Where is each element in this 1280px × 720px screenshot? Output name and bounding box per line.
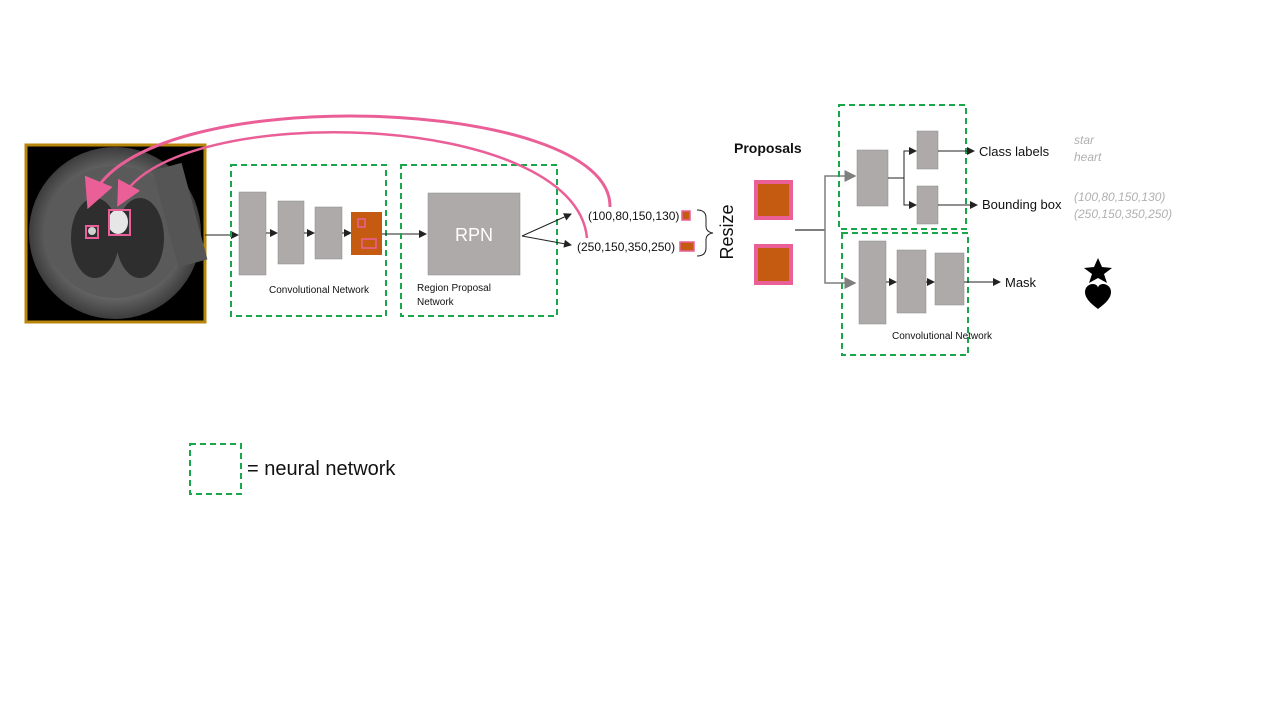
roi-box-large — [108, 209, 131, 236]
feedback-arrow-1 — [84, 114, 612, 210]
proposal-swatch-1 — [681, 210, 691, 221]
proposal-brace — [696, 209, 714, 257]
mask-layer-3 — [934, 252, 965, 306]
cnn-layer-1 — [238, 191, 267, 276]
rpn-caption-2: Network — [417, 297, 455, 308]
mask-nn-box — [841, 232, 969, 356]
head-fc-layer — [856, 149, 889, 207]
proposals-title: Proposals — [734, 140, 802, 156]
result-class-1: star — [1074, 133, 1095, 147]
result-box-1: (100,80,150,130) — [1074, 190, 1165, 204]
ct-scan-image — [24, 143, 208, 324]
classifier-nn-box — [838, 104, 967, 230]
legend-nn-swatch — [189, 443, 242, 495]
class-labels-text: Class labels — [979, 144, 1050, 159]
cnn-layer-3 — [314, 206, 343, 260]
roi-box-small — [85, 225, 99, 239]
proposal-coords-1: (100,80,150,130) — [588, 209, 679, 223]
resize-label: Resize — [717, 204, 737, 259]
class-layer — [916, 130, 939, 170]
legend-text: = neural network — [247, 458, 396, 480]
mask-layer-1 — [858, 240, 887, 325]
cnn-label: Convolutional Network — [269, 285, 370, 296]
cnn-nn-box — [230, 164, 387, 317]
bounding-box-text: Bounding box — [982, 197, 1062, 212]
result-class-2: heart — [1074, 150, 1102, 164]
rpn-out-arrow-2 — [521, 235, 572, 248]
rpn-nn-box — [400, 164, 558, 317]
mask-text: Mask — [1005, 275, 1037, 290]
feature-map — [351, 212, 382, 255]
proposal-swatch-2 — [679, 241, 695, 252]
star-icon — [1084, 258, 1112, 283]
head-cnn-label: Convolutional Network — [892, 331, 993, 342]
mask-layer-2 — [896, 249, 927, 314]
resized-proposal-2 — [754, 244, 793, 285]
resized-proposal-1 — [754, 180, 793, 220]
bbox-layer — [916, 185, 939, 225]
rpn-block-label: RPN — [455, 225, 493, 245]
rpn-out-arrow-1 — [521, 213, 572, 237]
heart-icon — [1085, 284, 1111, 309]
feedback-arrow-2 — [117, 131, 589, 239]
rpn-block — [427, 192, 521, 276]
cnn-layer-2 — [277, 200, 305, 265]
result-box-2: (250,150,350,250) — [1074, 207, 1172, 221]
rpn-caption-1: Region Proposal — [417, 283, 491, 294]
proposal-coords-2: (250,150,350,250) — [577, 240, 675, 254]
head-branch-arrows — [888, 147, 917, 209]
proposals-to-heads-connector — [795, 170, 857, 289]
